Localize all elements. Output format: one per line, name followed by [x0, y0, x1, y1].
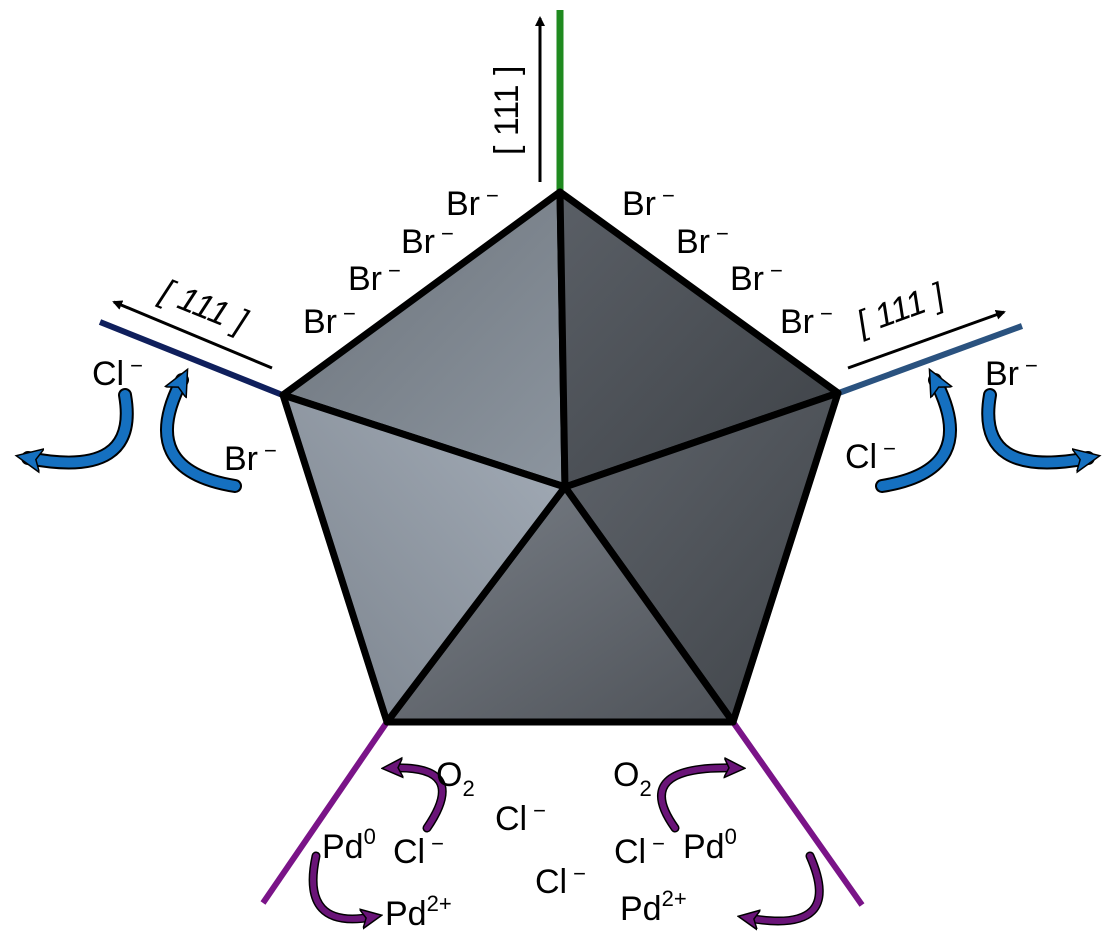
cl-ion-label: Cl−	[92, 353, 143, 393]
pd0-label: Pd0	[683, 824, 737, 866]
right-axis-label: [ 111 ]	[851, 276, 950, 343]
br-ion-label: Br−	[730, 258, 783, 298]
br-ion-label: Br−	[780, 301, 833, 341]
pd0-label: Pd0	[322, 824, 376, 866]
left-direction-arrow	[112, 300, 273, 370]
right-axis-line	[834, 323, 1024, 397]
face-left	[279, 391, 569, 726]
top-axis-label: [ 111 ]	[488, 66, 526, 155]
right-direction-arrow	[847, 309, 1006, 370]
cl-ion-label: Cl−	[614, 831, 665, 871]
left-axis-label: [ 111 ]	[154, 272, 254, 342]
cl-ion-label: Cl−	[845, 436, 896, 476]
br-ion-label: Br−	[303, 301, 356, 341]
br-ion-label: Br−	[985, 353, 1038, 393]
bottom-right-axis-line	[730, 720, 865, 907]
br-ion-label: Br−	[622, 183, 675, 223]
br-ion-label: Br−	[348, 258, 401, 298]
cl-ion-label: Cl−	[495, 798, 546, 838]
br-ion-label: Br−	[401, 221, 454, 261]
left-axis-line	[98, 319, 287, 399]
br-ion-label: Br−	[446, 183, 499, 223]
cl-ion-label: Cl−	[535, 861, 586, 901]
br-ion-label: Br−	[224, 438, 277, 478]
pd2-label: Pd2+	[620, 886, 687, 928]
pd2-label: Pd2+	[385, 891, 452, 933]
o2-label: O2	[613, 756, 652, 801]
bottom-left-axis-line	[260, 720, 390, 905]
cl-ion-label: Cl−	[393, 831, 444, 871]
o2-label: O2	[436, 756, 475, 801]
br-ion-label: Br−	[676, 221, 729, 261]
decahedron-nanocrystal	[279, 188, 842, 726]
